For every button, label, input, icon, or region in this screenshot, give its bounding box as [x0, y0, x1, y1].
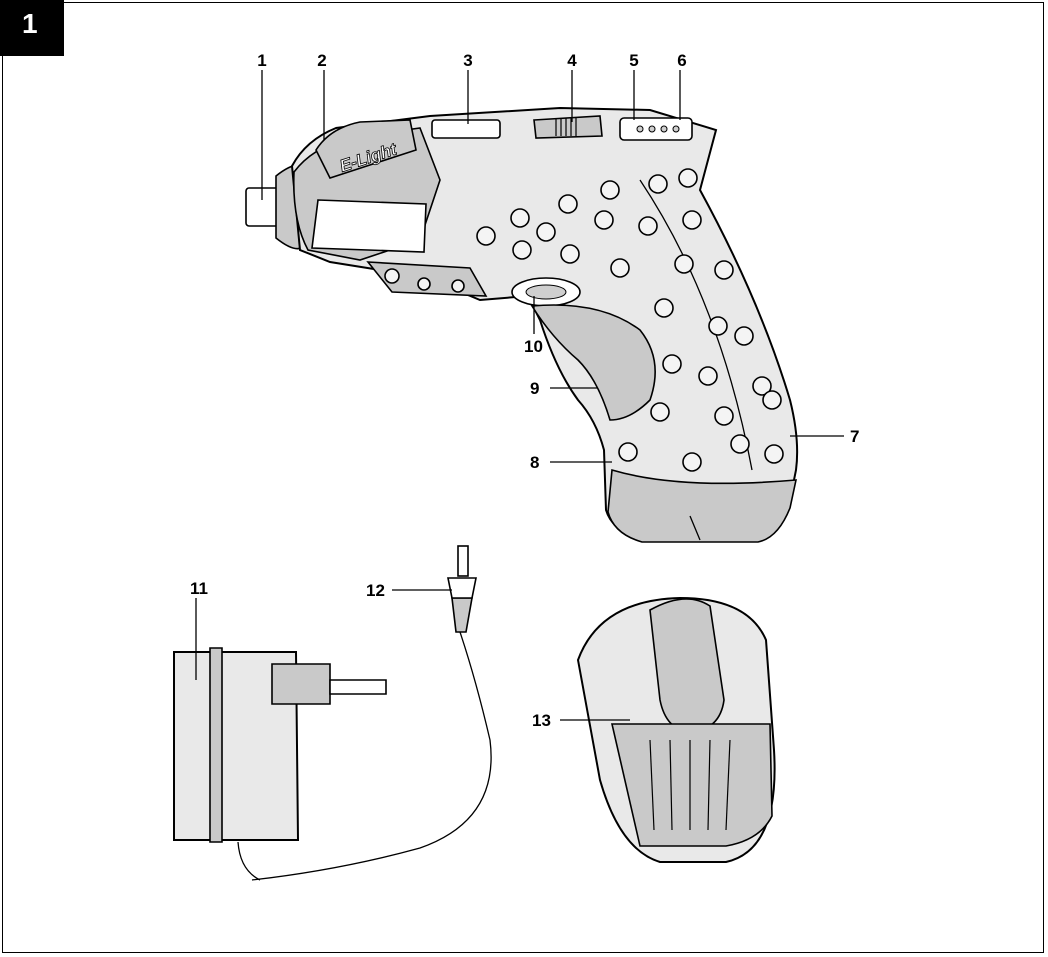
charger-cable: [251, 631, 492, 881]
callout-5: 5: [629, 51, 638, 70]
callout-4: 4: [567, 51, 577, 70]
base-seam: [689, 515, 701, 541]
callout-1: 1: [257, 51, 266, 70]
grip-dots: [476, 168, 784, 472]
cable-strain-relief: [237, 841, 261, 881]
on-off-switch-center: [525, 284, 567, 300]
callout-3: 3: [463, 51, 472, 70]
callout-9: 9: [530, 379, 539, 398]
callout-6: 6: [677, 51, 686, 70]
callout-11: 11: [190, 579, 208, 598]
holster-pocket-ribs: [649, 739, 731, 831]
plug-pins: [329, 679, 387, 695]
charger-seam: [209, 647, 223, 843]
housing-seam: [639, 179, 753, 471]
charging-plug-head: [447, 577, 477, 599]
plug-base: [271, 663, 331, 705]
charging-plug-tip: [457, 545, 469, 577]
belt-clip: [649, 598, 725, 733]
callout-labels: 1 2 3 4 5 6 7 8 9 10 11 12 13: [190, 51, 859, 730]
holster-pocket: [610, 723, 773, 847]
callout-10: 10: [524, 337, 543, 356]
callout-12: 12: [366, 581, 385, 600]
charge-indicator-leds: [636, 125, 680, 133]
charger-body: [173, 651, 300, 841]
callout-lines: [195, 70, 844, 721]
torque-ring: [533, 115, 603, 139]
torque-ring-ribs: [555, 118, 577, 136]
elight-lens: [315, 119, 417, 179]
screwdriver-illustration: E-Light: [245, 106, 799, 543]
callout-7: 7: [850, 427, 859, 446]
battery-base: [607, 468, 798, 543]
callout-8: 8: [530, 453, 539, 472]
figure-number-tab: 1: [0, 0, 64, 56]
handle-grip: [530, 304, 656, 421]
callout-2: 2: [317, 51, 326, 70]
direction-slider: [431, 119, 501, 139]
figure-number: 1: [22, 8, 38, 39]
callout-13: 13: [532, 711, 551, 730]
charging-plug: [451, 597, 473, 633]
charge-indicator: [619, 117, 693, 141]
led-window: [311, 199, 427, 253]
holster-illustration: [576, 596, 776, 863]
charger-illustration: [173, 545, 492, 881]
